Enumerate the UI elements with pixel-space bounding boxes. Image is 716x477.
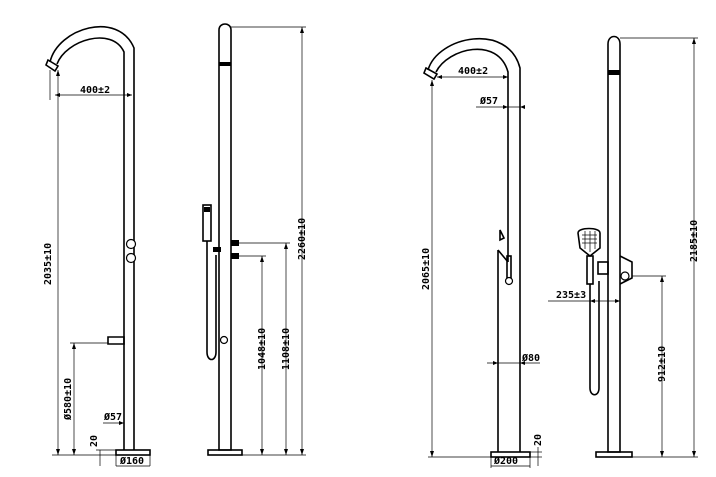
d1-width-label: 400±2 xyxy=(80,85,110,96)
d3-body-label: Ø80 xyxy=(521,352,540,364)
d3-base-label: 20 xyxy=(533,434,544,446)
column-outline xyxy=(218,23,232,451)
spout-tip xyxy=(45,58,60,73)
mixer-knob xyxy=(504,276,514,286)
gooseneck-outer xyxy=(49,25,135,450)
bottom-outlet xyxy=(219,335,229,345)
d3-height-label: 2065±10 xyxy=(421,248,432,290)
d2-upper-label: 1108±10 xyxy=(281,328,292,370)
mixer-button-lower xyxy=(125,252,137,264)
hand-shower-grip xyxy=(204,207,210,212)
base-plate-side-r xyxy=(595,451,633,458)
shower-grip-r xyxy=(586,255,594,285)
shower-holder-r xyxy=(597,261,609,275)
mixer-handle-r xyxy=(619,255,633,285)
spout-tip-r xyxy=(423,66,439,81)
mixer-control-upper xyxy=(231,240,239,246)
d4-total-label: 2185±10 xyxy=(689,220,700,262)
d3-width-label: 400±2 xyxy=(458,66,488,77)
column-band xyxy=(219,62,231,66)
view-side-right: 2185±10 235±3 912±10 xyxy=(548,35,700,458)
mixer-wedge xyxy=(499,229,506,242)
base-plate-r xyxy=(490,451,531,458)
d3-pipe-label: Ø57 xyxy=(479,95,498,107)
d1-pipe-label: Ø57 xyxy=(103,411,122,423)
d2-lower-label: 1048±10 xyxy=(257,328,268,370)
gooseneck-outer-r xyxy=(427,37,521,452)
column-outline-r xyxy=(607,35,621,453)
hand-shower-head-r xyxy=(577,227,601,258)
base-plate xyxy=(115,449,151,456)
d2-total-label: 2260±10 xyxy=(297,218,308,260)
column-band-r xyxy=(608,70,620,75)
shower-holder xyxy=(213,247,221,252)
base-plate-side xyxy=(207,449,243,456)
d4-offset-label: 235±3 xyxy=(556,290,586,301)
d1-base-label: 20 xyxy=(89,435,100,447)
shower-hose-r xyxy=(589,281,600,396)
gooseneck-inner-r xyxy=(435,48,509,262)
shower-hose xyxy=(206,241,217,361)
d4-lower-label: 912±10 xyxy=(657,346,668,382)
mixer-lever xyxy=(506,255,512,279)
d3-foot-label: Ø200 xyxy=(493,455,518,467)
d1-spout-label: Ø580±10 xyxy=(62,378,74,421)
d1-height-label: 2035±10 xyxy=(43,243,54,285)
d1-foot-label: Ø160 xyxy=(119,455,144,467)
gooseneck-inner xyxy=(56,37,125,450)
mixer-knob-r xyxy=(620,271,630,281)
mixer-button-upper xyxy=(125,238,137,250)
view-side-left: 2260±10 1108±10 1048±10 xyxy=(202,23,308,456)
side-outlet xyxy=(107,336,125,345)
view-front-left: 400±2 2035±10 Ø580±10 Ø57 20 Ø160 xyxy=(43,25,151,467)
view-front-right: 400±2 Ø57 2065±10 Ø80 20 Ø200 xyxy=(421,37,544,468)
mixer-control-lower xyxy=(231,253,239,259)
